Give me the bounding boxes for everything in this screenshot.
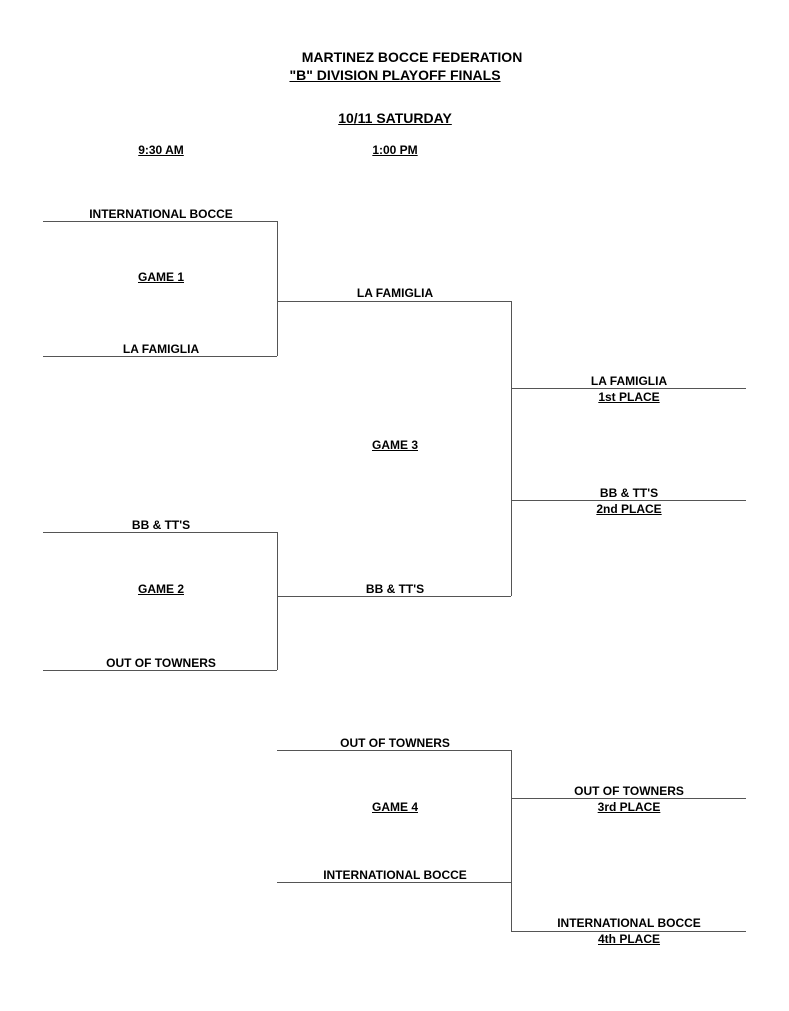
- game2-winner: BB & TT'S: [365, 582, 425, 596]
- game2-team-bottom: OUT OF TOWNERS: [106, 656, 216, 670]
- game1-team-bottom: LA FAMIGLIA: [122, 342, 200, 356]
- bracket-line: [277, 750, 511, 751]
- division-title: "B" DIVISION PLAYOFF FINALS: [289, 67, 501, 83]
- bracket-line: [277, 882, 511, 883]
- round1-time: 9:30 AM: [138, 143, 184, 157]
- first-place-label: 1st PLACE: [598, 390, 660, 404]
- bracket-line: [277, 532, 278, 670]
- bracket-line: [511, 500, 746, 501]
- fourth-place-label: 4th PLACE: [597, 932, 661, 946]
- game3-label: GAME 3: [371, 438, 419, 452]
- bracket-line: [277, 301, 511, 302]
- game4-team-top: OUT OF TOWNERS: [340, 736, 450, 750]
- game2-label: GAME 2: [137, 582, 185, 596]
- bracket-line: [43, 221, 277, 222]
- second-place-team: BB & TT'S: [599, 486, 659, 500]
- date-heading: 10/11 SATURDAY: [338, 110, 452, 126]
- first-place-team: LA FAMIGLIA: [590, 374, 668, 388]
- bracket-line: [43, 356, 277, 357]
- game2-team-top: BB & TT'S: [131, 518, 191, 532]
- third-place-team: OUT OF TOWNERS: [574, 784, 684, 798]
- game1-team-top: INTERNATIONAL BOCCE: [89, 207, 233, 221]
- bracket-line: [277, 221, 278, 356]
- game1-winner: LA FAMIGLIA: [356, 286, 434, 300]
- bracket-line: [511, 931, 746, 932]
- bracket-line: [511, 388, 746, 389]
- bracket-line: [43, 670, 277, 671]
- game4-label: GAME 4: [371, 800, 419, 814]
- bracket-line: [511, 750, 512, 931]
- bracket-line: [511, 798, 746, 799]
- round2-time: 1:00 PM: [372, 143, 418, 157]
- bracket-line: [277, 596, 511, 597]
- fourth-place-team: INTERNATIONAL BOCCE: [557, 916, 701, 930]
- game4-team-bottom: INTERNATIONAL BOCCE: [323, 868, 467, 882]
- bracket-line: [43, 532, 277, 533]
- game1-label: GAME 1: [137, 270, 185, 284]
- bracket-line: [511, 301, 512, 596]
- third-place-label: 3rd PLACE: [597, 800, 661, 814]
- org-title: MARTINEZ BOCCE FEDERATION: [301, 49, 523, 65]
- second-place-label: 2nd PLACE: [596, 502, 662, 516]
